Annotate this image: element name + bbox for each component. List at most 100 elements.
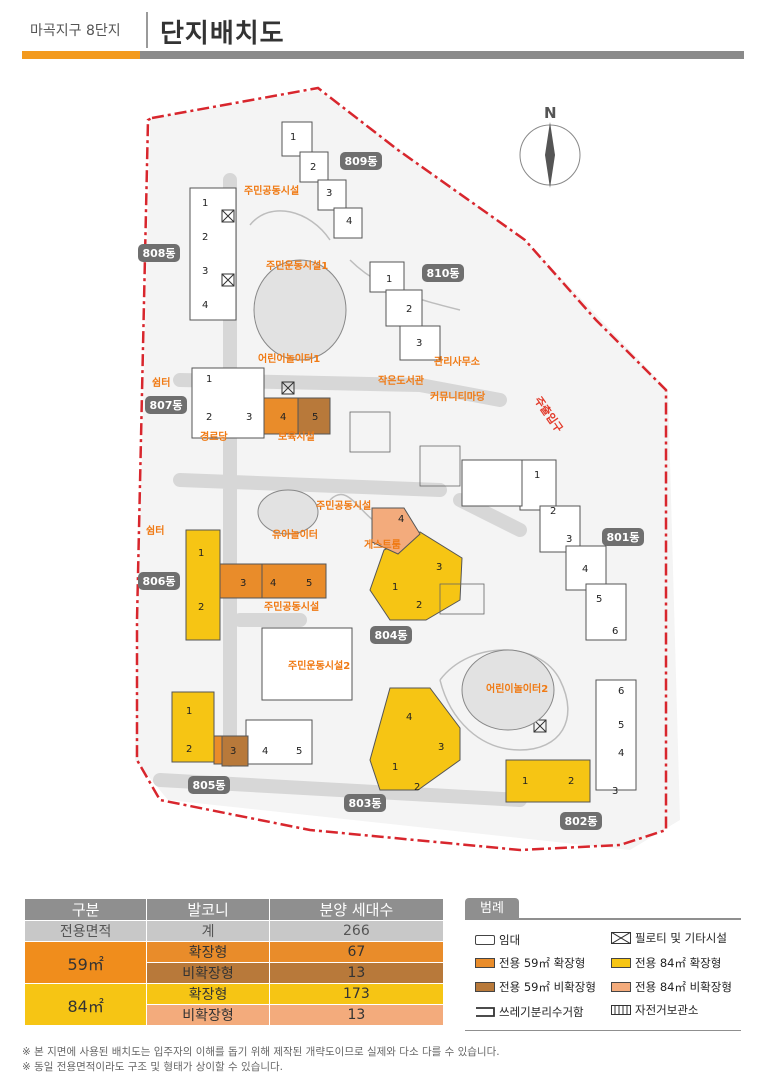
unit-num: 2 (414, 782, 420, 793)
unit-num: 1 (522, 776, 528, 787)
units-59-extended (213, 397, 327, 765)
compass: N (519, 104, 581, 188)
facility-label-7: 경로당 (200, 430, 228, 443)
table-row: 84㎡ 확장형 173 (23, 983, 445, 1026)
unit-num: 3 (438, 742, 444, 753)
unit-num: 1 (290, 132, 296, 143)
building-808-block (189, 187, 237, 321)
facility-label-1: 주민공동시설 (244, 184, 299, 197)
piloti-2-cross (221, 273, 235, 287)
page-title: 단지배치도 (160, 19, 285, 49)
facility-label-8: 보육시설 (278, 430, 315, 443)
swatch-59non (475, 982, 495, 992)
building-810-block-1 (369, 261, 405, 293)
piloti-1 (221, 209, 235, 223)
area-84: 84㎡ (23, 983, 148, 1026)
unit-num: 3 (326, 188, 332, 199)
unit-num: 4 (346, 216, 352, 227)
unit-num: 2 (416, 600, 422, 611)
footnote-2: ※ 동일 전용면적이라도 구조 및 형태가 상이할 수 있습니다. (22, 1061, 284, 1073)
compass-needle (545, 122, 555, 188)
unit-num: 4 (406, 712, 412, 723)
unit-num: 4 (582, 564, 588, 575)
building-809-block-2 (299, 151, 329, 183)
units-84-extended (171, 529, 591, 803)
svg-text:807동: 807동 (149, 399, 182, 412)
building-tag-807: 807동 (145, 396, 187, 414)
header-accent-bar (22, 51, 140, 59)
facility-label-3: 어린이놀이터1 (258, 352, 320, 365)
piloti-3 (281, 381, 295, 395)
facility-label-11: 쉼터 (146, 524, 164, 537)
building-tag-808: 808동 (138, 244, 180, 262)
area-label: 전용면적 (23, 920, 148, 942)
building-tag-809: 809동 (340, 152, 382, 170)
building-809-block-1 (281, 121, 313, 157)
unit-count: 67 (268, 941, 445, 963)
legend-label: 임대 (499, 933, 521, 947)
unit-num: 4 (262, 746, 268, 757)
table-header-count: 분양 세대수 (268, 898, 445, 921)
building-center-facility (261, 627, 353, 701)
table-row: 비확장형 13 (25, 1004, 445, 1026)
facility-label-16: 커뮤니티마당 (430, 390, 486, 403)
unit-num: 4 (270, 578, 276, 589)
legend-label: 전용 84㎡ 비확장형 (635, 980, 732, 994)
svg-text:804동: 804동 (374, 629, 407, 642)
facility-labels: 주민공동시설 주민운동시설1 어린이놀이터1 관리사무소 작은도서관 쉼터 경로… (146, 184, 548, 695)
building-tag-805: 805동 (188, 776, 230, 794)
building-807-59non (297, 397, 331, 435)
unit-count: 13 (268, 962, 445, 984)
building-806-59ext-a (213, 563, 265, 599)
unit-num: 2 (206, 412, 212, 423)
facility-label-13: 주민공동시설 (264, 600, 319, 613)
unit-num: 5 (618, 720, 624, 731)
plaza-1 (349, 411, 391, 453)
building-801-block-4 (585, 583, 627, 641)
building-tag-810: 810동 (422, 264, 464, 282)
swatch-rental (475, 935, 495, 945)
unit-num: 2 (310, 162, 316, 173)
building-810-block-3 (399, 325, 441, 361)
table-row: 59㎡ 확장형 67 (23, 941, 445, 984)
facility-label-12: 게스트룸 (364, 538, 401, 551)
unit-num: 1 (392, 582, 398, 593)
svg-text:810동: 810동 (426, 267, 459, 280)
piloti-1-cross (221, 209, 235, 223)
legend-title: 범례 (465, 898, 519, 920)
building-809-block-4 (333, 207, 363, 239)
total-count: 266 (268, 920, 445, 942)
building-801-block-1 (519, 459, 557, 511)
legend-rule (465, 918, 741, 920)
playgrounds (253, 259, 555, 731)
building-801-59ext (263, 397, 301, 435)
svg-text:806동: 806동 (142, 575, 175, 588)
balcony-type: 확장형 (146, 983, 270, 1005)
unit-count: 13 (268, 1004, 445, 1026)
units-59-nonextended (221, 397, 331, 767)
plaza-grid (349, 411, 485, 615)
site-plan-svg: N 주출입구 809동 808동 810동 807동 806동 801동 804… (135, 86, 680, 852)
unit-num: 3 (566, 534, 572, 545)
unit-num: 2 (406, 304, 412, 315)
page-subtitle: 마곡지구 8단지 (30, 23, 121, 39)
unit-supply-table: 구분 발코니 분양 세대수 전용면적 계 266 59㎡ 확장형 67 비확장형… (23, 898, 445, 1026)
legend-header: 범례 (465, 898, 741, 920)
facility-label-4: 관리사무소 (434, 355, 480, 368)
trash-bin-icon (476, 1007, 495, 1017)
unit-num: 3 (612, 786, 618, 797)
table-header-row: 구분 발코니 분양 세대수 (23, 898, 445, 921)
unit-num: 5 (306, 578, 312, 589)
unit-num: 6 (618, 686, 624, 697)
unit-num: 1 (186, 706, 192, 717)
unit-count: 173 (268, 983, 445, 1005)
legend-item-59non: 전용 59㎡ 비확장형 (475, 979, 596, 995)
building-807-block (191, 367, 265, 439)
building-801-block-2 (539, 505, 581, 553)
svg-text:808동: 808동 (142, 247, 175, 260)
unit-num: 4 (618, 748, 624, 759)
legend-label: 전용 59㎡ 비확장형 (499, 980, 596, 994)
unit-num: 1 (202, 198, 208, 209)
legend-bottom-rule (465, 1030, 741, 1031)
plaza-2 (419, 445, 461, 487)
